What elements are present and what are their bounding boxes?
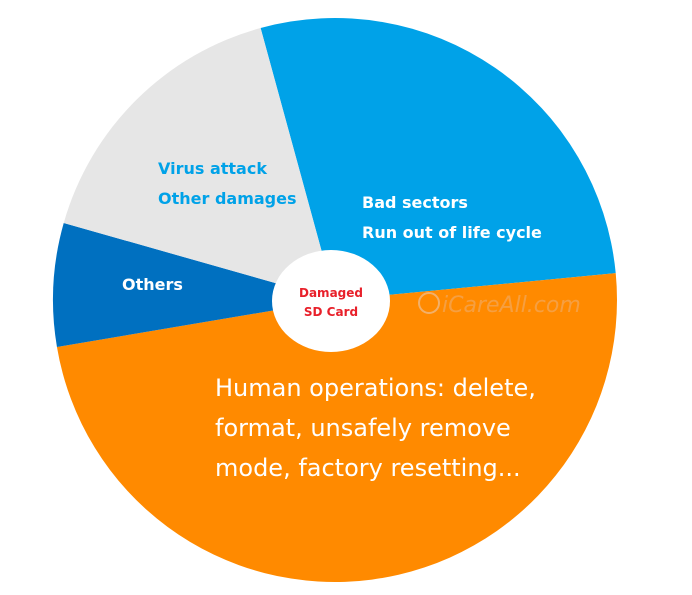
pie-slice-2 [53, 222, 335, 348]
slice-label-1-line-1: format, unsafely remove [215, 414, 511, 442]
pie-slice-3 [63, 27, 335, 301]
slice-label-2-line-0: Others [122, 275, 183, 294]
slice-label-1-line-0: Human operations: delete, [215, 374, 536, 402]
pie-slices [53, 17, 618, 582]
watermark-circle-icon [418, 292, 440, 314]
center-label-line-2: SD Card [304, 305, 358, 319]
watermark: iCareAll.com [418, 292, 581, 318]
slice-label-3-line-0: Virus attack [158, 159, 267, 178]
pie-slice-1 [56, 273, 618, 582]
slice-label-0-line-0: Bad sectors [362, 193, 468, 212]
slice-label-0-line-1: Run out of life cycle [362, 223, 542, 242]
watermark-text: iCareAll.com [442, 293, 581, 318]
center-ellipse [272, 250, 390, 352]
center-label-line-1: Damaged [299, 286, 363, 300]
center-hole: Damaged SD Card [272, 250, 390, 352]
slice-label-3-line-1: Other damages [158, 189, 297, 208]
pie-slice-0 [260, 17, 616, 300]
slice-label-1-line-2: mode, factory resetting... [215, 454, 521, 482]
